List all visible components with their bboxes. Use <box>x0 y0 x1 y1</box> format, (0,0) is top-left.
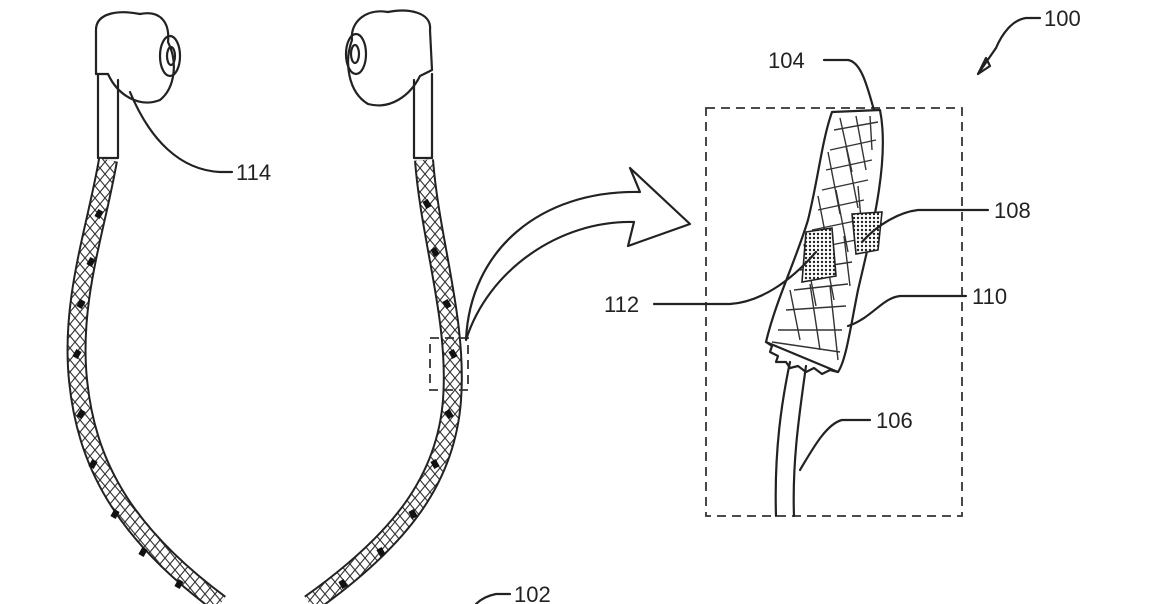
ref-110: 110 <box>972 284 1007 309</box>
ref-114: 114 <box>236 160 271 185</box>
magnify-arrow <box>466 168 690 340</box>
inner-wire <box>776 362 806 516</box>
ref-100: 100 <box>1044 6 1081 31</box>
left-braided-cable <box>72 160 220 604</box>
left-earbud <box>96 12 180 158</box>
ref-102: 102 <box>514 582 551 604</box>
enlarged-braid <box>766 110 883 374</box>
ref-104: 104 <box>768 48 805 73</box>
ref-106: 106 <box>876 408 913 433</box>
right-braided-cable <box>310 160 458 604</box>
enlarged-detail-box <box>706 108 962 516</box>
right-earbud <box>346 11 432 158</box>
ref-112: 112 <box>604 292 639 317</box>
ref-108: 108 <box>994 198 1031 223</box>
